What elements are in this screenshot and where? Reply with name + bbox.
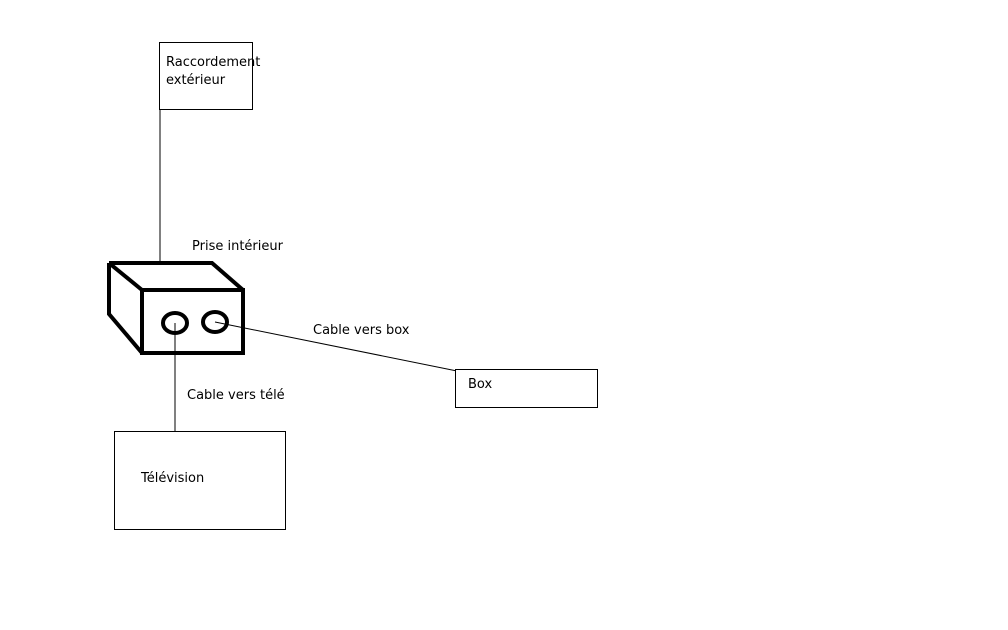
- television-node-label: Télévision: [141, 471, 205, 486]
- wall-socket: [107, 261, 245, 355]
- external-connection-label-line2: extérieur: [166, 73, 226, 88]
- cable-to-box-line: [214, 321, 458, 372]
- television-node: Télévision: [114, 431, 286, 530]
- socket-side-diagonal: [107, 261, 144, 292]
- socket-top-edge: [109, 261, 245, 292]
- socket-front-face: [140, 288, 245, 355]
- box-node: Box: [455, 369, 598, 408]
- external-connection-box: Raccordement extérieur: [159, 42, 260, 110]
- socket-side-face: [107, 263, 144, 355]
- box-node-label: Box: [468, 377, 493, 392]
- wall-socket-label: Prise intérieur: [192, 239, 283, 254]
- external-connection-label-line1: Raccordement: [166, 55, 261, 70]
- socket-port-box: [201, 310, 229, 334]
- cable-to-box-label: Cable vers box: [313, 323, 410, 338]
- cable-to-tv-label: Cable vers télé: [187, 388, 285, 403]
